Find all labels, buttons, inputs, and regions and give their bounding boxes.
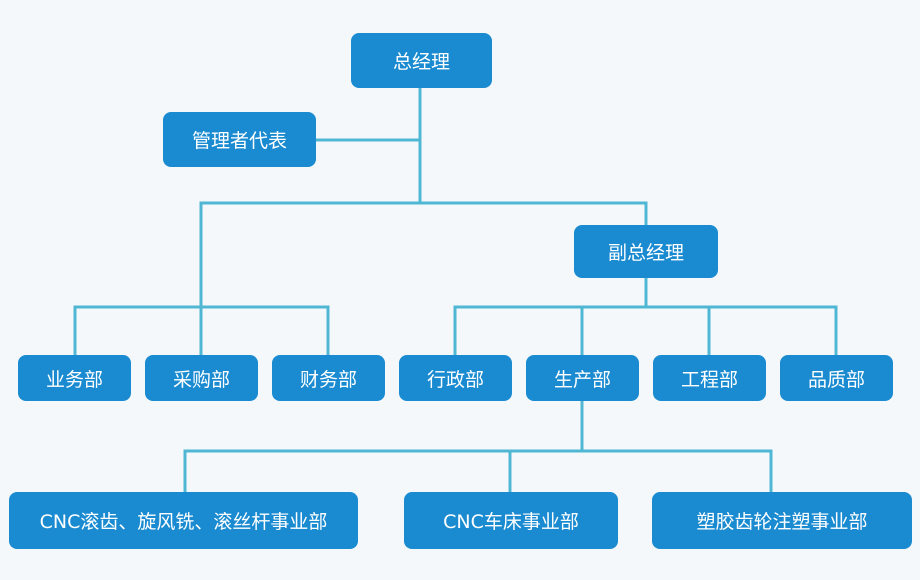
node-cnc-hobbing-division: CNC滚齿、旋风铣、滚丝杆事业部	[9, 492, 358, 549]
node-label: 总经理	[392, 51, 450, 73]
node-label: CNC车床事业部	[443, 511, 579, 533]
node-label: 副总经理	[607, 242, 684, 264]
node-business-dept: 业务部	[18, 355, 131, 401]
node-admin-dept: 行政部	[399, 355, 512, 401]
node-engineering-dept: 工程部	[653, 355, 766, 401]
connector-left-group	[73, 201, 330, 357]
connector-production	[183, 399, 773, 494]
node-label: 生产部	[553, 368, 611, 391]
node-finance-dept: 财务部	[272, 355, 385, 401]
node-purchasing-dept: 采购部	[145, 355, 258, 401]
node-label: 品质部	[807, 368, 865, 391]
node-general-manager: 总经理	[351, 33, 492, 88]
node-quality-dept: 品质部	[780, 355, 893, 401]
node-management-rep: 管理者代表	[163, 112, 316, 167]
node-label: 采购部	[172, 368, 230, 391]
node-label: CNC滚齿、旋风铣、滚丝杆事业部	[39, 511, 328, 533]
node-label: 业务部	[45, 368, 103, 391]
node-plastic-gear-division: 塑胶齿轮注塑事业部	[652, 492, 912, 549]
node-cnc-lathe-division: CNC车床事业部	[404, 492, 618, 549]
node-deputy-gm: 副总经理	[574, 225, 718, 278]
node-label: 财务部	[299, 368, 357, 391]
connector-right-group	[453, 305, 838, 357]
node-production-dept: 生产部	[526, 355, 639, 401]
node-label: 管理者代表	[191, 130, 287, 152]
node-label: 行政部	[426, 368, 484, 391]
node-label: 工程部	[680, 368, 738, 391]
node-label: 塑胶齿轮注塑事业部	[696, 511, 868, 533]
